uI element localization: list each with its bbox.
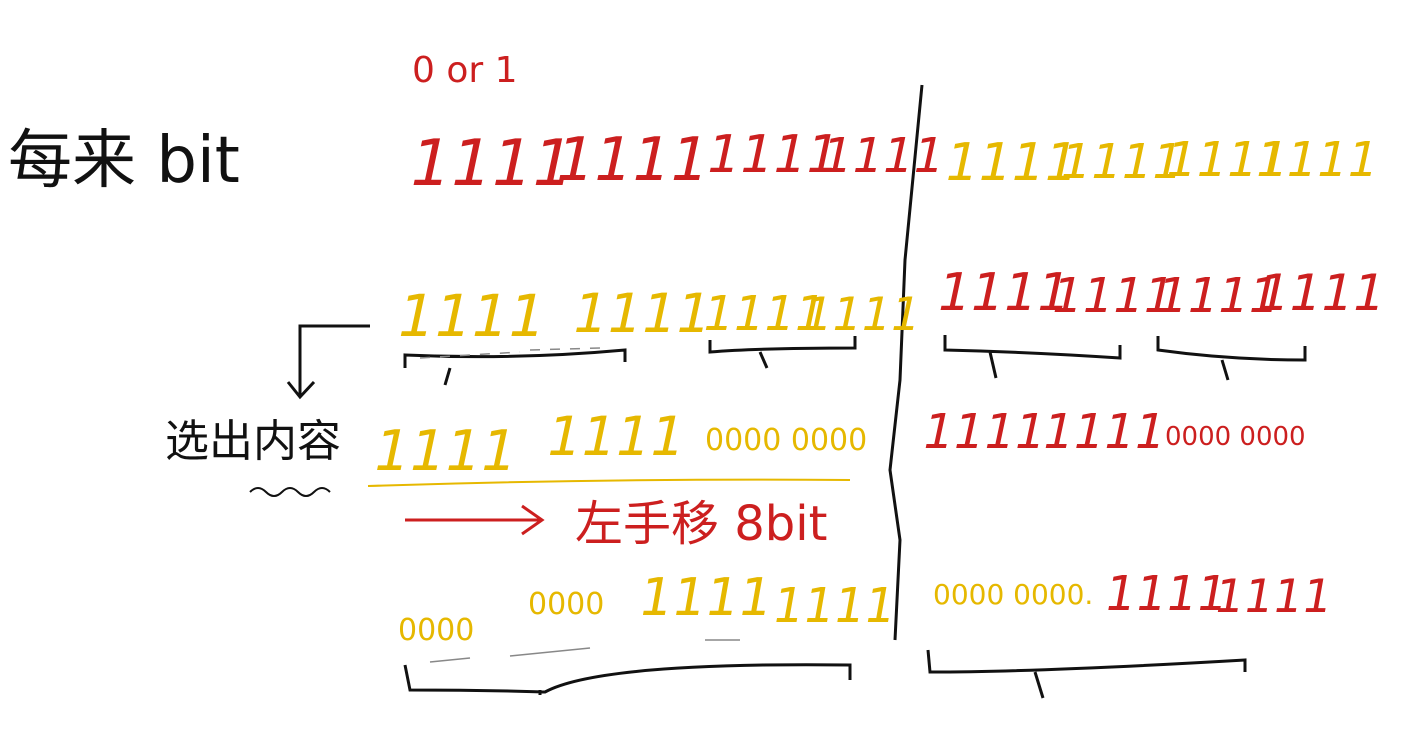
label-select-content-group: 选出内容: [165, 324, 370, 497]
row2-left-4: 1111: [798, 287, 926, 340]
row1-right-1: 1111: [939, 133, 1084, 193]
shift-note: 左手移 8bit: [575, 496, 827, 552]
row4-right-3: 1111: [1210, 569, 1336, 623]
row3-right-3: 0000 0000: [1165, 422, 1306, 452]
row1-left-2: 1111: [549, 126, 716, 195]
row4-brace-right: [926, 649, 1247, 699]
row4: 0000 0000 1111 1111 0000 0000. 1111 1111: [398, 566, 1337, 699]
top-note: 0 or 1: [412, 50, 518, 91]
row2-brace-left-2: [708, 336, 857, 369]
row3-right-1: 1111: [917, 404, 1051, 459]
row3-left-1: 1111: [367, 419, 523, 484]
shift-annotation: 左手移 8bit: [405, 496, 827, 552]
row2-right-2: 1111: [1046, 268, 1180, 323]
row2-brace-right-2: [1156, 336, 1307, 381]
row2-left-1: 1111: [391, 283, 553, 350]
row3-right-2: 1111: [1037, 404, 1171, 459]
label-select-content: 选出内容: [165, 416, 341, 467]
row4-brace-left: [403, 663, 852, 695]
shift-arrow: [405, 504, 545, 536]
row4-left-2: 0000: [528, 587, 604, 622]
row1-right-4: 1111: [1250, 132, 1384, 187]
row1-left-4: 1111: [816, 128, 950, 183]
row1: 1111 1111 1111 1111 1111 1111 1111 1111: [402, 125, 1384, 201]
row4-right-1: 0000 0000.: [933, 578, 1093, 611]
row4-right-2: 1111: [1100, 566, 1232, 622]
label-select-underline: [249, 487, 331, 497]
row3: 1111 1111 0000 0000 1111 1111 0000 0000: [367, 404, 1306, 487]
row2: 1111 1111 1111 1111 1111 1111 1111 1111: [391, 263, 1392, 386]
row1-left-3: 1111: [701, 125, 846, 185]
row1-right-2: 1111: [1055, 134, 1189, 189]
row4-dash: [429, 639, 740, 663]
vertical-divider: [888, 84, 924, 641]
row2-brace-right-1: [943, 335, 1122, 379]
row2-dash: [419, 347, 601, 359]
row2-right-4: 1111: [1252, 264, 1392, 322]
row2-right-3: 1111: [1151, 268, 1285, 323]
row2-left-3: 1111: [697, 286, 831, 341]
label-select-arrow: [286, 324, 370, 400]
row1-right-3: 1111: [1160, 132, 1294, 187]
row1-left-1: 1111: [402, 127, 581, 201]
row4-left-1: 0000: [398, 613, 474, 648]
row3-underline: [367, 478, 851, 487]
row2-brace-left-1: [403, 348, 627, 386]
row3-left-3: 0000 0000: [705, 423, 867, 458]
row2-right-1: 1111: [931, 263, 1076, 323]
row3-left-2: 1111: [541, 405, 692, 468]
row4-left-4: 1111: [768, 578, 900, 634]
row4-left-3: 1111: [634, 567, 777, 628]
label-each-bit: 每来 bit: [8, 124, 240, 198]
row2-left-2: 1111: [567, 282, 718, 345]
